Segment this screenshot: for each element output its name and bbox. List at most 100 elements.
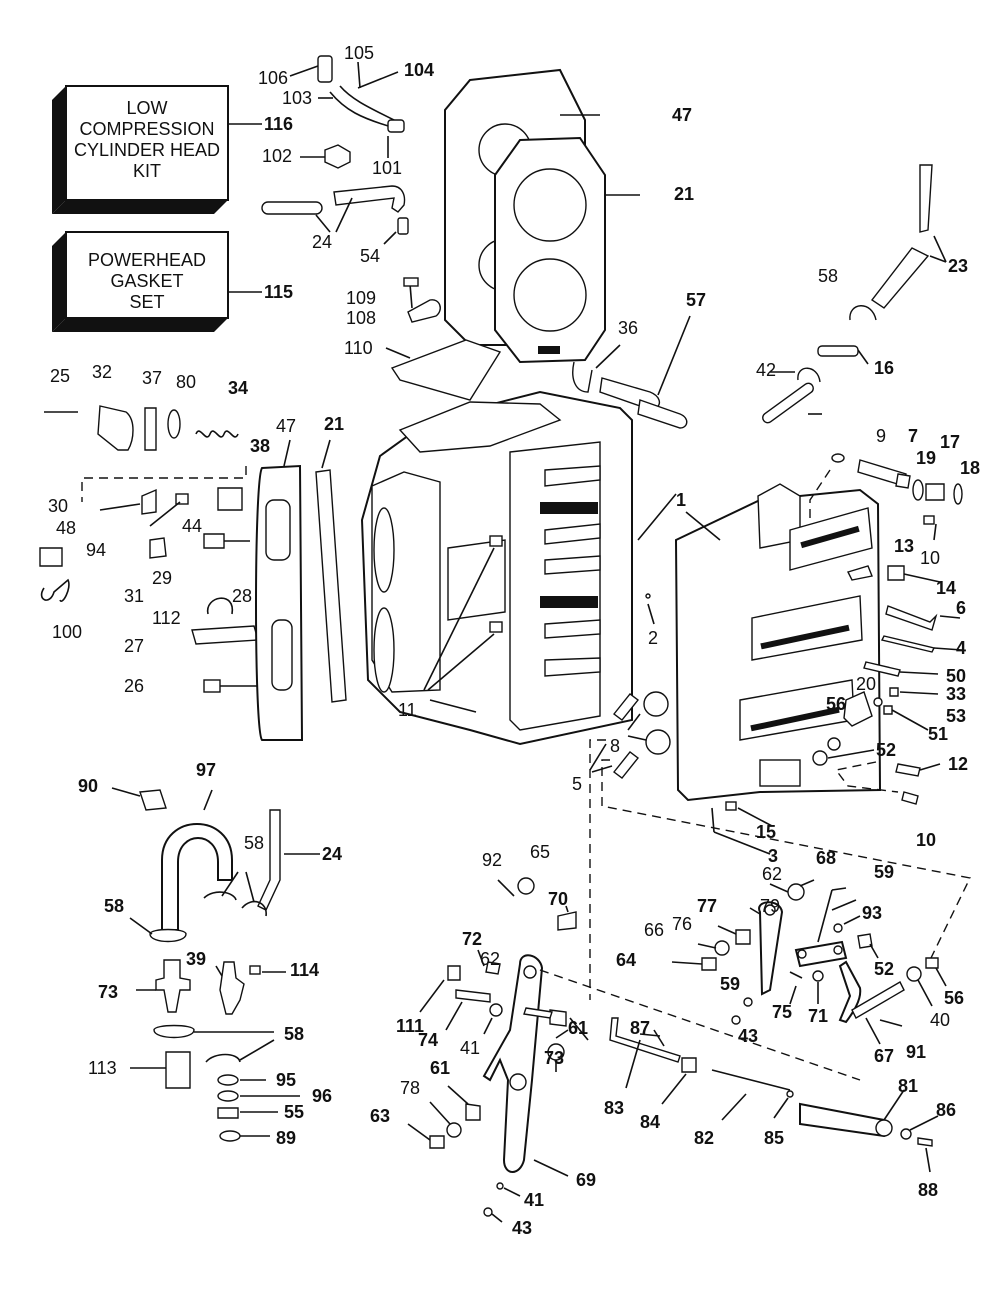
callout-58d: 58 xyxy=(284,1024,304,1044)
callout-labels: 1061051041031011022454472123581642109108… xyxy=(48,43,980,1238)
callout-53: 53 xyxy=(946,706,966,726)
exhaust-cover-left xyxy=(255,464,304,741)
callout-18: 18 xyxy=(960,458,980,478)
callout-19: 19 xyxy=(916,448,936,468)
callout-44: 44 xyxy=(182,516,202,536)
callout-79: 79 xyxy=(760,896,780,916)
kit-line-1: LOW xyxy=(126,98,167,118)
callout-11: 11 xyxy=(398,700,417,720)
hose-57 xyxy=(599,315,691,429)
callout-26: 26 xyxy=(124,676,144,696)
callout-52: 52 xyxy=(876,740,896,760)
gasket-set-label: POWERHEAD GASKET SET 115 xyxy=(88,250,293,312)
callout-109: 109 xyxy=(346,288,376,308)
callout-77: 77 xyxy=(697,896,717,916)
callout-81: 81 xyxy=(898,1076,918,1096)
callout-110: 110 xyxy=(344,338,373,358)
callout-5: 5 xyxy=(572,774,582,794)
callout-73: 73 xyxy=(98,982,118,1002)
callout-64: 64 xyxy=(616,950,636,970)
callout-58c: 58 xyxy=(244,833,264,853)
callout-2: 2 xyxy=(648,628,658,648)
callout-10b: 10 xyxy=(916,830,936,850)
callout-92: 92 xyxy=(482,850,502,870)
callout-16: 16 xyxy=(874,358,894,378)
callout-6: 6 xyxy=(956,598,966,618)
fitting-106 xyxy=(289,55,333,83)
callout-23: 23 xyxy=(948,256,968,276)
cylinder-block xyxy=(360,390,633,746)
callout-56b: 56 xyxy=(944,988,964,1008)
callout-31: 31 xyxy=(124,586,144,606)
callout-87: 87 xyxy=(630,1018,650,1038)
callout-24: 24 xyxy=(312,232,332,252)
callout-47: 47 xyxy=(672,105,692,125)
callout-103: 103 xyxy=(282,88,312,108)
callout-59: 59 xyxy=(874,862,894,882)
callout-52b: 52 xyxy=(874,959,894,979)
cover-plate-110 xyxy=(385,339,502,401)
lower-left-hoses xyxy=(111,787,320,1142)
callout-38: 38 xyxy=(250,436,270,456)
callout-30: 30 xyxy=(48,496,68,516)
callout-94: 94 xyxy=(86,540,106,560)
callout-66: 66 xyxy=(644,920,664,940)
callout-71: 71 xyxy=(808,1006,828,1026)
rod-and-shaft xyxy=(609,1017,939,1173)
callout-88: 88 xyxy=(918,1180,938,1200)
callout-41: 41 xyxy=(460,1038,480,1058)
kit-line-3: CYLINDER HEAD xyxy=(74,140,220,160)
linkage-right xyxy=(671,879,947,1045)
callout-12: 12 xyxy=(948,754,968,774)
gasket-left xyxy=(283,439,347,703)
low-compression-kit-label: LOW COMPRESSION CYLINDER HEAD KIT 116 xyxy=(74,98,293,181)
callout-69: 69 xyxy=(576,1170,596,1190)
callout-72: 72 xyxy=(462,929,482,949)
callout-70: 70 xyxy=(548,889,568,909)
callout-55: 55 xyxy=(284,1102,304,1122)
callout-102: 102 xyxy=(262,146,292,166)
callout-111: 111 xyxy=(396,1016,424,1036)
callout-61b: 61 xyxy=(430,1058,450,1078)
callout-25: 25 xyxy=(50,366,70,386)
clamp-36 xyxy=(572,344,621,393)
callout-82: 82 xyxy=(694,1128,714,1148)
callout-43: 43 xyxy=(738,1026,758,1046)
callout-62: 62 xyxy=(762,864,782,884)
crankcase-half xyxy=(637,483,882,802)
callout-28: 28 xyxy=(232,586,252,606)
kit-line-2: COMPRESSION xyxy=(79,119,214,139)
callout-24b: 24 xyxy=(322,844,342,864)
callout-27: 27 xyxy=(124,636,144,656)
cylinder-head-gasket xyxy=(494,136,640,364)
callout-42: 42 xyxy=(756,360,776,380)
callout-90: 90 xyxy=(78,776,98,796)
callout-93: 93 xyxy=(862,903,882,923)
callout-29: 29 xyxy=(152,568,172,588)
callout-20: 20 xyxy=(856,674,876,694)
callout-74: 74 xyxy=(418,1030,438,1050)
callout-51: 51 xyxy=(928,724,948,744)
callout-76: 76 xyxy=(672,914,692,934)
hose-23 xyxy=(870,164,947,309)
callout-10: 10 xyxy=(920,548,940,568)
gasket-line-3: SET xyxy=(129,292,164,312)
callout-75: 75 xyxy=(772,1002,792,1022)
callout-7: 7 xyxy=(908,426,918,446)
callout-14: 14 xyxy=(936,578,956,598)
callout-56: 56 xyxy=(826,694,846,714)
callout-83: 83 xyxy=(604,1098,624,1118)
callout-73b: 73 xyxy=(544,1048,564,1068)
callout-95: 95 xyxy=(276,1070,296,1090)
callout-67: 67 xyxy=(874,1046,894,1066)
callout-33: 33 xyxy=(946,684,966,704)
wire-harness-104 xyxy=(318,61,405,158)
callout-21: 21 xyxy=(674,184,694,204)
callout-86: 86 xyxy=(936,1100,956,1120)
callout-105: 105 xyxy=(344,43,374,63)
callout-21b: 21 xyxy=(324,414,344,434)
clamps-58-16-42 xyxy=(762,305,877,424)
callout-112: 112 xyxy=(152,608,181,628)
callout-113: 113 xyxy=(88,1058,117,1078)
